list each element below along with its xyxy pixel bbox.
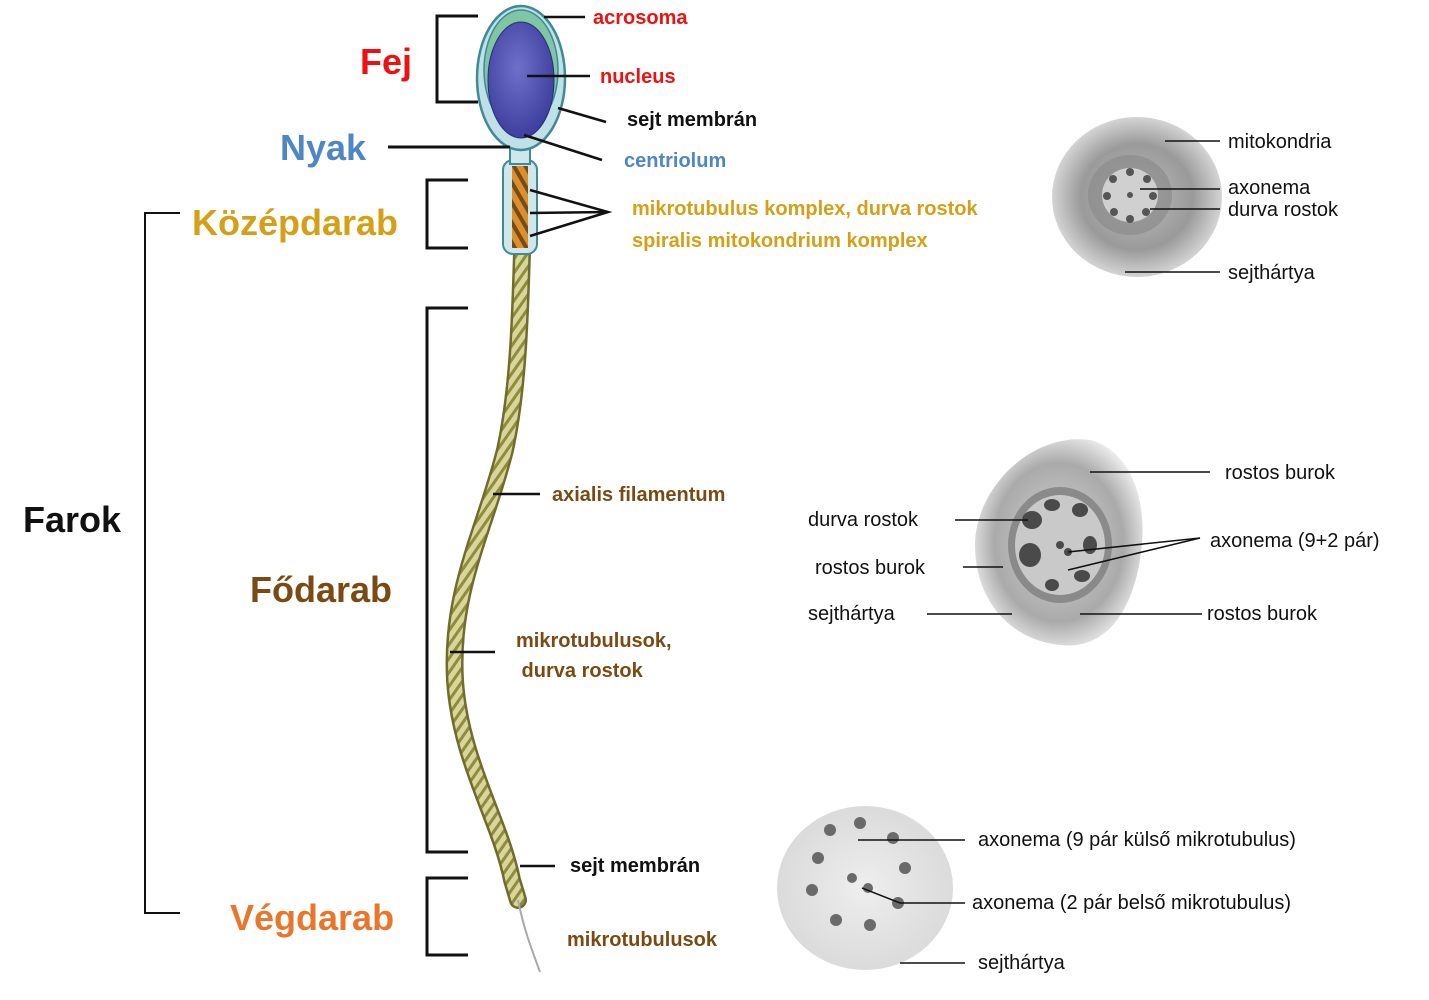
em1-membrane-label: sejthártya bbox=[1228, 263, 1315, 283]
acrosome-label: acrosoma bbox=[593, 8, 688, 28]
middle-piece-caption-1: mikrotubulus komplex, durva rostok bbox=[632, 199, 978, 219]
section-principal-label: Fődarab bbox=[250, 572, 392, 608]
em2-durva-label: durva rostok bbox=[808, 510, 918, 530]
em3-membrane-label: sejthártya bbox=[978, 953, 1065, 973]
middle-piece-caption-2: spiralis mitokondrium komplex bbox=[632, 231, 928, 251]
sperm-cell-drawing bbox=[455, 6, 565, 972]
em2-axonema-label: axonema (9+2 pár) bbox=[1210, 531, 1380, 551]
section-middle-label: Középdarab bbox=[192, 205, 398, 241]
head-bracket bbox=[437, 16, 478, 102]
middle-piece-leader-center bbox=[530, 212, 608, 213]
em-end-piece bbox=[777, 806, 965, 970]
mitochondrial-spiral bbox=[512, 166, 528, 248]
em2-rostos-top-label: rostos burok bbox=[1225, 463, 1335, 483]
section-neck-label: Nyak bbox=[280, 130, 366, 166]
em2-rostos-bottom-label: rostos burok bbox=[1207, 604, 1317, 624]
end-microtubules-label: mikrotubulusok bbox=[567, 930, 717, 950]
membrane-tail-label: sejt membrán bbox=[570, 856, 700, 876]
end-bracket bbox=[427, 878, 468, 955]
em2-rostos-left-label: rostos burok bbox=[815, 558, 925, 578]
em2-membrane-label: sejthártya bbox=[808, 604, 895, 624]
em3-outer-label: axonema (9 pár külső mikrotubulus) bbox=[978, 830, 1296, 850]
em-middle-piece bbox=[1052, 117, 1222, 277]
principal-caption-1: mikrotubulusok, bbox=[516, 631, 672, 651]
section-head-label: Fej bbox=[360, 44, 412, 80]
em1-axonema-label: axonema bbox=[1228, 178, 1310, 198]
section-tail-label: Farok bbox=[23, 502, 121, 538]
membrane-head-label: sejt membrán bbox=[627, 110, 757, 130]
membrane-head-leader bbox=[558, 108, 606, 122]
em1-mito-label: mitokondria bbox=[1228, 132, 1331, 152]
tail-bracket bbox=[145, 213, 180, 913]
tail-flagellum-braid bbox=[455, 252, 522, 900]
axial-filament-label: axialis filamentum bbox=[552, 485, 725, 505]
end-piece-filament bbox=[518, 900, 540, 972]
centriole-label: centriolum bbox=[624, 151, 726, 171]
nucleus-label: nucleus bbox=[600, 67, 676, 87]
em-principal-piece bbox=[927, 439, 1210, 645]
section-end-label: Végdarab bbox=[230, 900, 394, 936]
nucleus-body bbox=[488, 22, 554, 138]
middle-bracket bbox=[427, 180, 468, 248]
em3-inner-label: axonema (2 pár belső mikrotubulus) bbox=[972, 893, 1291, 913]
em1-durva-label: durva rostok bbox=[1228, 200, 1338, 220]
principal-caption-2: durva rostok bbox=[516, 661, 643, 681]
